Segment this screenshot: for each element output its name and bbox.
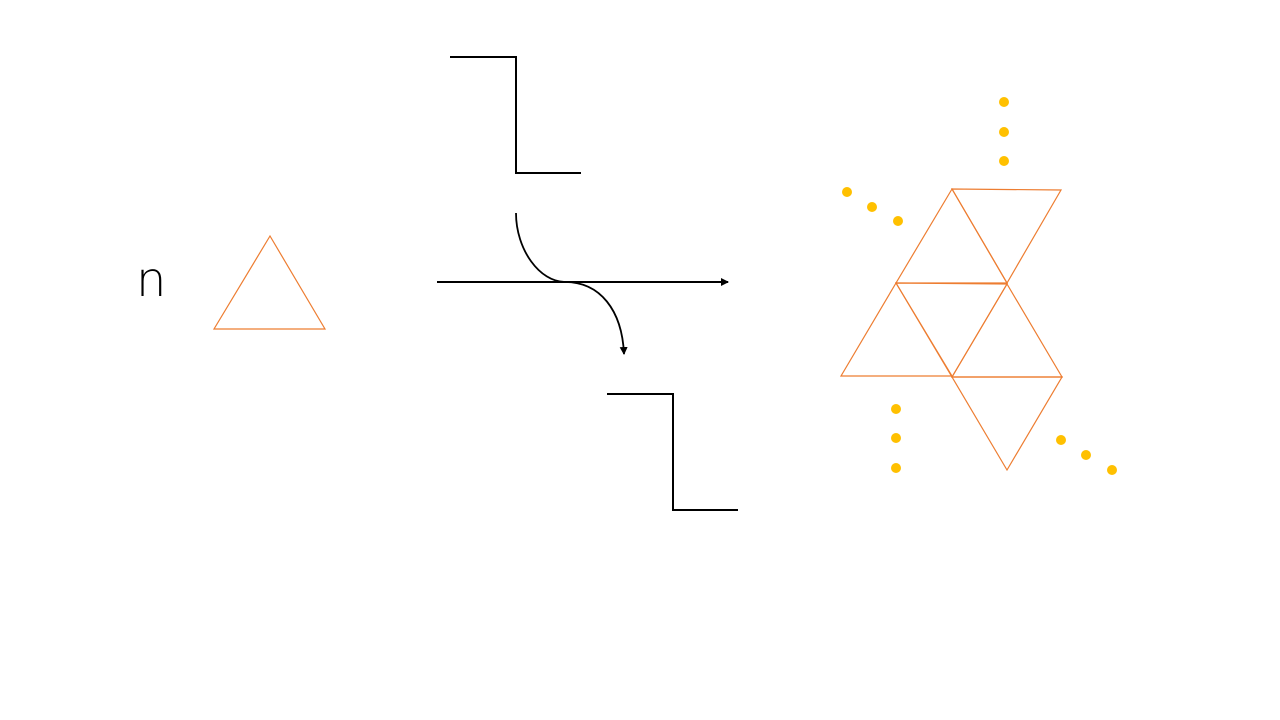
dot-lower-right-1 (1056, 435, 1066, 445)
dot-upper-left-1 (842, 187, 852, 197)
dot-lower-right-3 (1107, 465, 1117, 475)
dot-top-2 (999, 127, 1009, 137)
dot-lower-left-2 (891, 433, 901, 443)
dot-lower-left-1 (891, 404, 901, 414)
dot-upper-left-2 (867, 202, 877, 212)
tess-triangle-mid-left (839, 281, 954, 377)
triangle-tessellation (839, 187, 1064, 472)
dot-lower-left-3 (891, 463, 901, 473)
tess-triangle-upper-right (950, 188, 1063, 285)
curved-arrow (515, 212, 628, 355)
tess-triangle-upper-left (894, 187, 1009, 284)
tess-triangle-mid-center (894, 282, 1009, 379)
bottom-step-line (607, 393, 738, 511)
top-step-line (450, 56, 581, 174)
single-triangle (212, 234, 327, 330)
dot-lower-right-2 (1081, 450, 1091, 460)
tess-triangle-bottom (950, 376, 1064, 472)
continuation-dots (842, 97, 1117, 475)
n-label: n (136, 252, 167, 308)
tess-triangle-mid-right (950, 282, 1064, 378)
dot-top-1 (999, 97, 1009, 107)
dot-upper-left-3 (893, 216, 903, 226)
dot-top-3 (999, 156, 1009, 166)
